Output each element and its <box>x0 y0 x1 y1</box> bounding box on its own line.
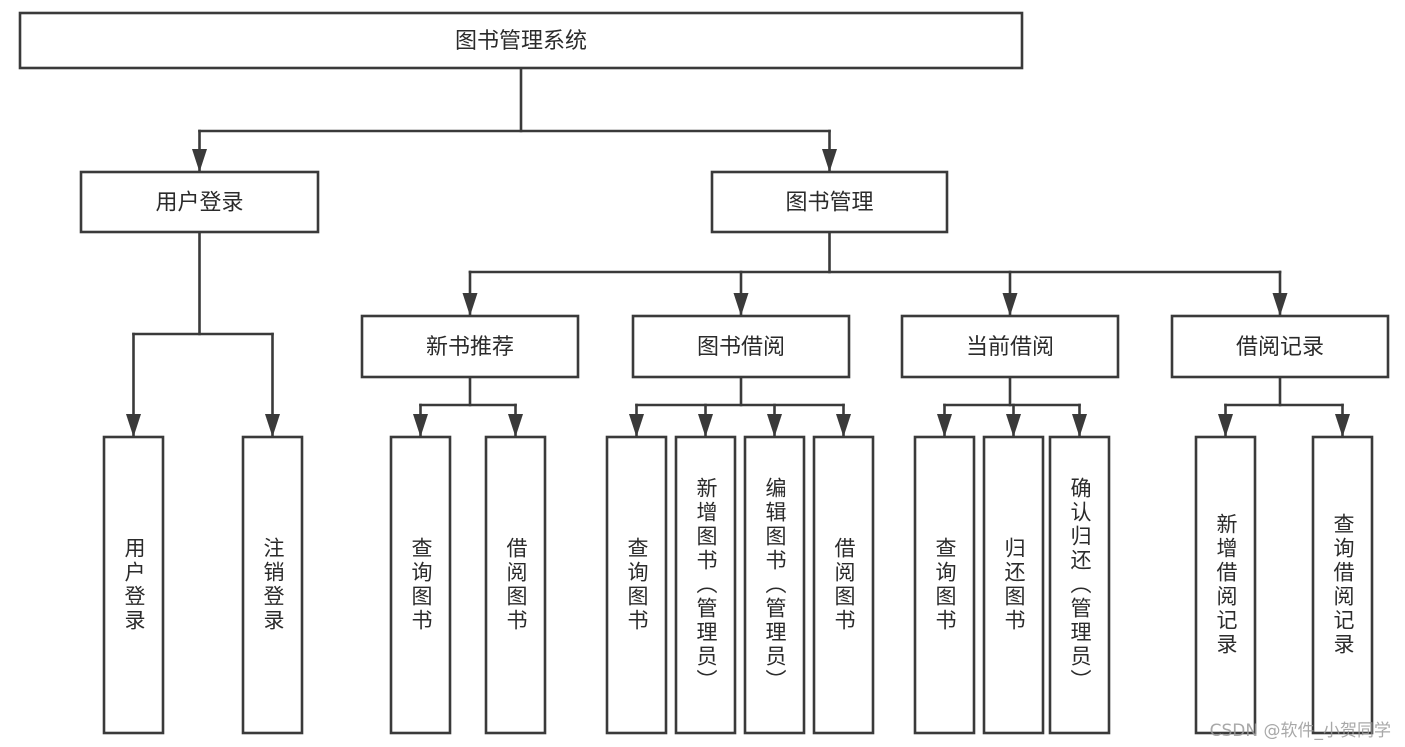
node-box-current-borrow <box>900 314 1120 379</box>
node-box-leaf-logout-login <box>241 435 304 735</box>
arrow-head-leaf-return-book <box>1006 414 1021 437</box>
node-label-book-manage: 图书管理 <box>785 191 873 216</box>
node-box-leaf-confirm-return <box>1048 435 1111 735</box>
node-box-leaf-query-book-3 <box>913 435 976 735</box>
arrow-head-leaf-borrow-book-1 <box>508 414 523 437</box>
watermark: CSDN @软件_小贺同学 <box>1209 721 1391 741</box>
node-label-borrow-record: 借阅记录 <box>1236 335 1324 360</box>
node-box-leaf-borrow-book-1 <box>484 435 547 735</box>
arrow-head-new-book-recommend <box>462 293 478 316</box>
arrow-head-borrow-record <box>1272 293 1288 316</box>
node-box-book-manage <box>710 170 949 234</box>
arrow-head-leaf-query-book-1 <box>413 414 428 437</box>
arrow-head-book-borrow <box>733 293 749 316</box>
node-box-leaf-add-borrow-record <box>1194 435 1257 735</box>
arrow-head-leaf-query-book-3 <box>937 414 952 437</box>
boxes-layer <box>18 11 1390 735</box>
node-box-user-login <box>79 170 320 234</box>
node-box-new-book-recommend <box>360 314 580 379</box>
node-box-leaf-query-book-2 <box>605 435 668 735</box>
arrow-head-leaf-query-book-2 <box>629 414 644 437</box>
arrow-head-leaf-user-login <box>126 414 141 437</box>
node-label-current-borrow: 当前借阅 <box>966 335 1054 360</box>
node-box-book-borrow <box>631 314 851 379</box>
arrow-head-book-manage <box>822 149 837 172</box>
node-box-leaf-user-login <box>102 435 165 735</box>
node-label-new-book-recommend: 新书推荐 <box>426 335 514 360</box>
node-label-book-borrow: 图书借阅 <box>697 335 785 360</box>
arrow-head-leaf-query-borrow-record <box>1335 414 1350 437</box>
node-label-root: 图书管理系统 <box>455 29 587 54</box>
node-box-borrow-record <box>1170 314 1390 379</box>
node-box-leaf-return-book <box>982 435 1045 735</box>
node-box-leaf-edit-book <box>743 435 806 735</box>
node-box-leaf-query-book-1 <box>389 435 452 735</box>
node-box-leaf-add-book <box>674 435 737 735</box>
arrow-head-leaf-confirm-return <box>1072 414 1087 437</box>
node-label-user-login: 用户登录 <box>155 191 243 216</box>
arrow-head-user-login <box>192 149 207 172</box>
node-box-leaf-query-borrow-record <box>1311 435 1374 735</box>
arrow-head-current-borrow <box>1002 293 1018 316</box>
arrow-head-leaf-borrow-book-2 <box>836 414 851 437</box>
connectors-layer <box>126 66 1350 439</box>
node-box-leaf-borrow-book-2 <box>812 435 875 735</box>
arrow-head-leaf-add-book <box>698 414 713 437</box>
arrow-head-leaf-logout-login <box>265 414 280 437</box>
node-box-root <box>18 11 1024 70</box>
arrow-head-leaf-edit-book <box>767 414 782 437</box>
arrow-head-leaf-add-borrow-record <box>1218 414 1233 437</box>
